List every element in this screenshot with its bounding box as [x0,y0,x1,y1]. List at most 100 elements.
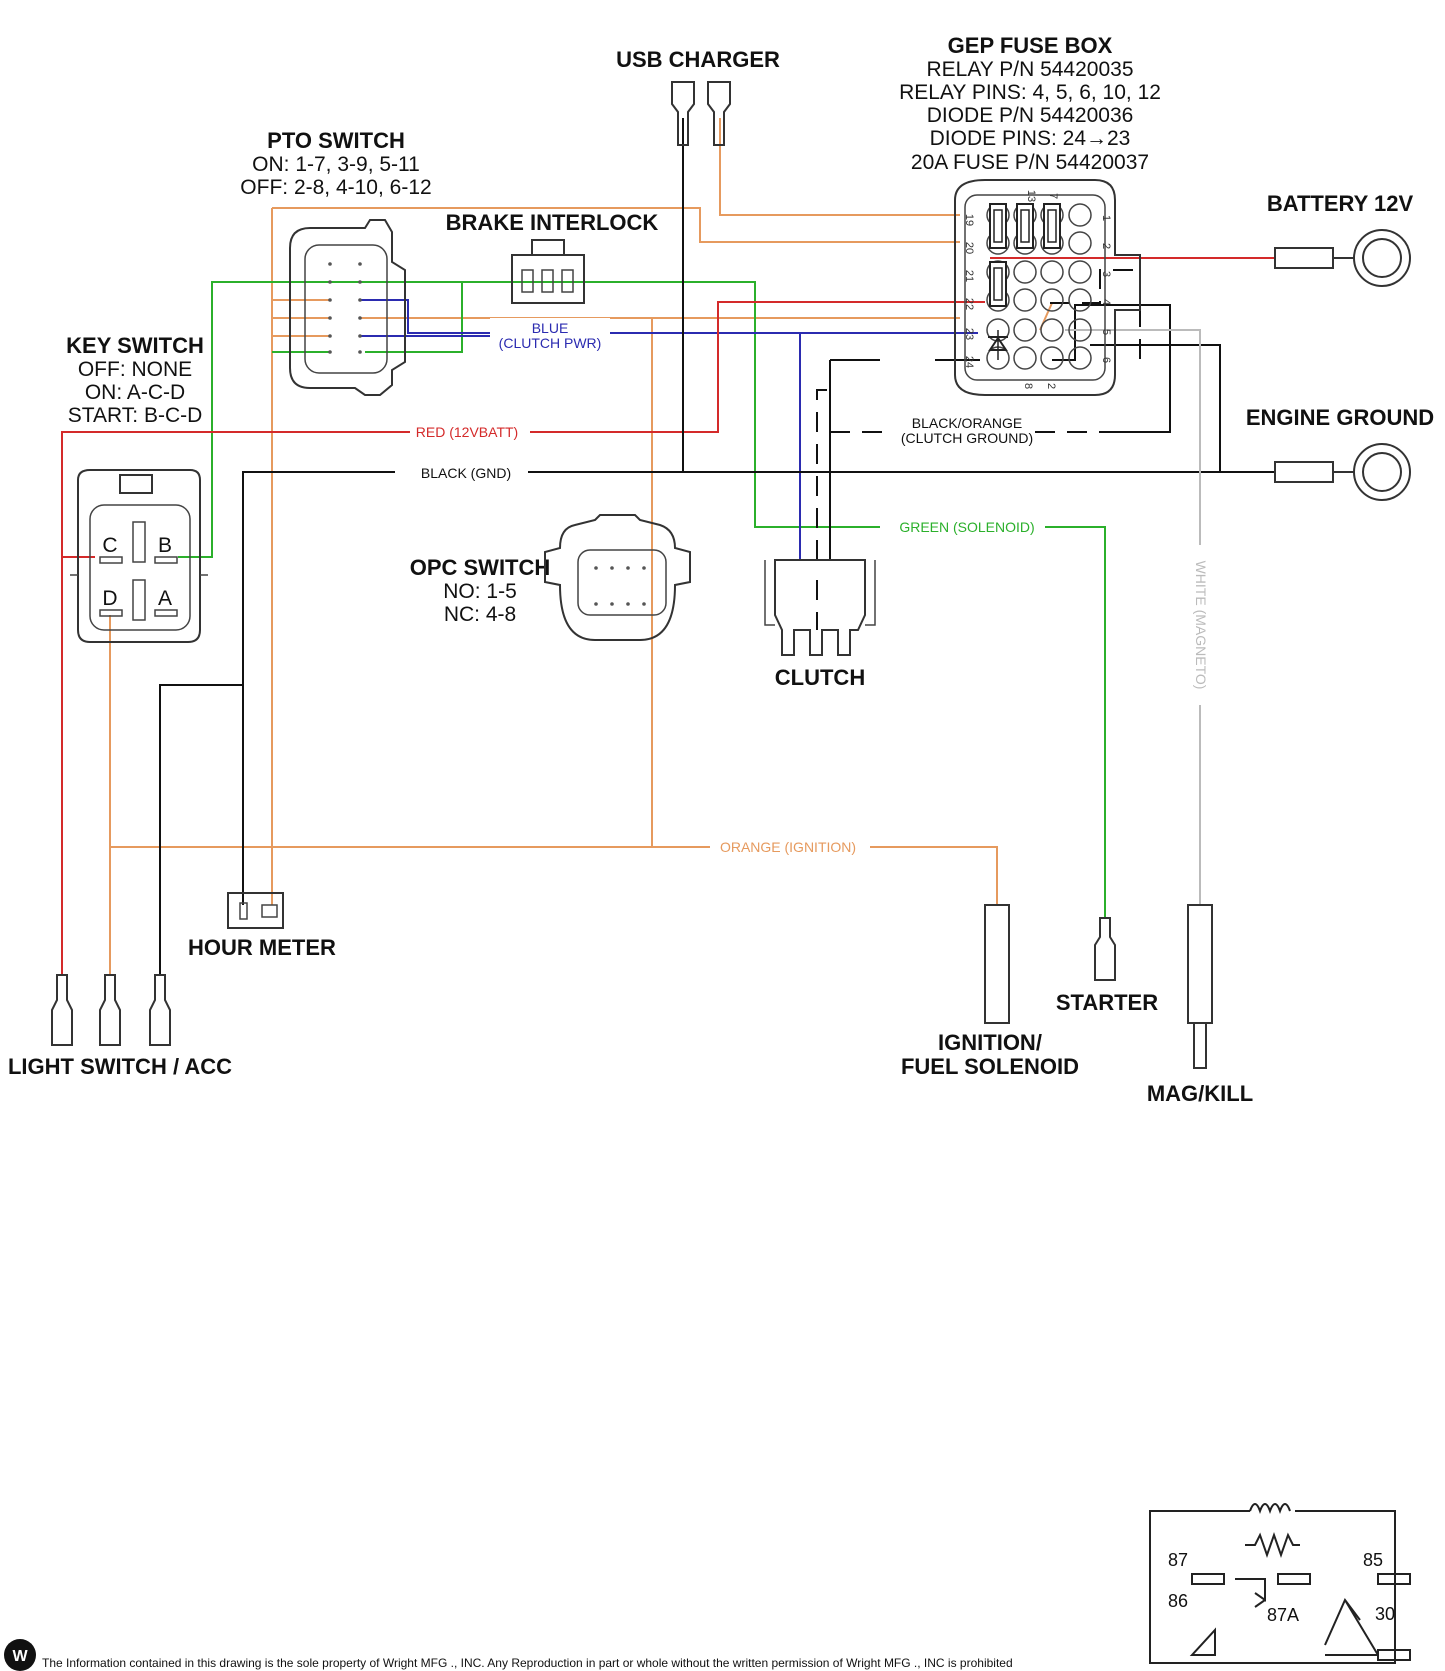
relay-pin-87: 87 [1168,1550,1188,1570]
red-wire-fuse-to-bus [530,301,985,433]
relay-terminal-87 [1191,1573,1225,1585]
clutch-connector [774,559,866,656]
battery-terminal-body [1274,247,1334,269]
green-wires [178,281,1106,918]
engine-ground-label: ENGINE GROUND [1246,405,1434,430]
battery-terminal: BATTERY 12V [1267,191,1413,287]
relay-pin-30: 30 [1375,1604,1395,1624]
light-connector-1 [51,974,73,1046]
white-wire-label: WHITE (MAGNETO) [1193,561,1209,690]
blue-wire-label-2: (CLUTCH PWR) [499,335,602,351]
relay-coil-icon [1249,1503,1291,1514]
key-switch-outline [77,469,201,643]
relay-pin-85: 85 [1363,1550,1383,1570]
brake-interlock-label: BRAKE INTERLOCK [446,210,659,235]
key-pin-a: A [158,587,172,610]
blue-wire-label-1: BLUE [532,320,569,336]
orange-wire-ignition-bus-right [870,846,998,905]
fuse-pin-right-4: 4 [1100,299,1112,305]
relay-terminal-85 [1377,1573,1411,1585]
starter-label: STARTER [1056,990,1158,1015]
opc-switch-line2: NC: 4-8 [444,603,516,626]
fuse-box-outline [954,179,1141,396]
opc-switch-line1: NO: 1-5 [443,580,517,603]
key-switch-line3: START: B-C-D [68,404,203,427]
footer: W The Information contained in this draw… [4,1639,1013,1671]
mag-kill-pin [1193,1022,1207,1069]
pto-switch-line1: ON: 1-7, 3-9, 5-11 [252,153,420,176]
fuse-box-inner [964,194,1106,381]
engine-ground-terminal: ENGINE GROUND [1246,405,1434,501]
blue-wires [360,299,978,560]
fuse-pin-left-23: 23 [963,328,975,340]
fuse-box-line3: DIODE P/N 54420036 [927,104,1134,127]
ignition-connector [984,904,1010,1024]
wright-logo-icon [4,1639,36,1671]
white-wire-magneto-top [1065,329,1201,545]
brake-interlock-tab [531,239,565,256]
fuse-pin-bottom-2: 2 [1045,383,1057,389]
black-wire-light [159,684,243,975]
black-orange-label-2: (CLUTCH GROUND) [901,430,1033,446]
fuse-pin-top-13: 13 [1025,190,1037,202]
black-orange-label-1: BLACK/ORANGE [912,415,1022,431]
wright-logo-mark: W [12,1648,28,1665]
opc-switch-inner [577,549,667,616]
hour-meter-body [227,892,284,929]
fuse-pin-right-5: 5 [1100,329,1112,335]
engine-ground-ring-outer [1353,443,1411,501]
pto-switch-inner [304,244,388,374]
black-wires [159,118,1275,975]
black-orange-wire-fuse [1050,269,1141,360]
black-orange-wire-clutch [816,389,830,560]
brake-interlock: BRAKE INTERLOCK [446,210,659,304]
engine-ground-body [1274,461,1334,483]
fuse-pin-right-1: 1 [1100,215,1112,221]
fuse-pin-right-3: 3 [1100,271,1112,277]
wire-labels: BLUE (CLUTCH PWR) RED (12VBATT) BLACK (G… [416,318,1209,855]
fuse-pin-left-20: 20 [963,242,975,254]
fuse-box-line1: RELAY P/N 54420035 [926,58,1133,81]
fuse-box-title: GEP FUSE BOX [948,33,1113,58]
fuse-pin-bottom-8: 8 [1022,383,1034,389]
mag-kill-connector [1187,904,1213,1024]
light-connector-2 [99,974,121,1046]
hour-meter-label: HOUR METER [188,935,336,960]
key-switch-inner [89,504,191,631]
key-switch-title: KEY SWITCH [66,333,204,358]
white-wire [1065,329,1201,905]
light-switch-label: LIGHT SWITCH / ACC [8,1054,232,1079]
battery-ring-outer [1353,229,1411,287]
wires [61,118,1275,975]
ignition-label-2: FUEL SOLENOID [901,1054,1079,1079]
key-pin-c: C [102,534,117,557]
black-wire-fuse-right [1090,344,1221,472]
fuse-pin-left-21: 21 [963,270,975,282]
relay-legend: 87 85 86 87A 30 [1149,1503,1411,1664]
key-pin-d: D [102,587,117,610]
orange-wire-label: ORANGE (IGNITION) [720,839,856,855]
pto-switch-title: PTO SWITCH [267,128,405,153]
mag-kill-label: MAG/KILL [1147,1081,1253,1106]
pto-switch: PTO SWITCH ON: 1-7, 3-9, 5-11 OFF: 2-8, … [240,128,432,396]
key-switch: KEY SWITCH OFF: NONE ON: A-C-D START: B-… [66,333,208,643]
light-connector-3 [149,974,171,1046]
starter-connector [1094,917,1116,981]
green-wire-solenoid [1045,526,1106,918]
fuse-pin-left-19: 19 [963,214,975,226]
pto-switch-pins [328,262,362,354]
fuse-pin-right-6: 6 [1100,357,1112,363]
relay-pin-86: 86 [1168,1591,1188,1611]
footer-disclaimer: The Information contained in this drawin… [42,1656,1013,1670]
red-wire-label: RED (12VBATT) [416,424,518,440]
usb-connector-right [707,81,731,146]
usb-charger-label: USB CHARGER [616,47,780,72]
black-orange-dashed [816,269,1141,630]
relay-resistor-icon [1245,1531,1300,1559]
opc-switch-pins [594,566,646,606]
clutch-label: CLUTCH [775,665,865,690]
relay-pin-87a: 87A [1267,1605,1299,1625]
fuse-box-line2: RELAY PINS: 4, 5, 6, 10, 12 [899,81,1161,104]
